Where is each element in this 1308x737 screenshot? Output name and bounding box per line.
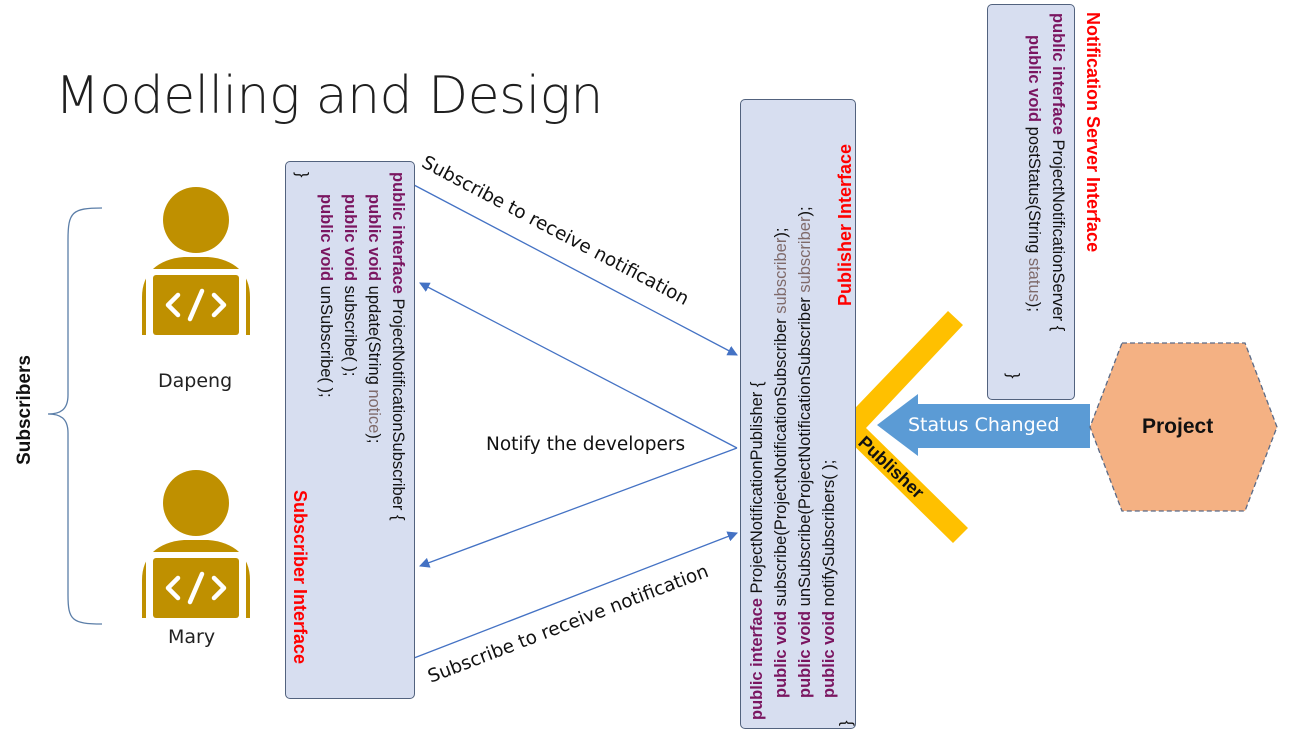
code-keyword: public interface — [748, 598, 766, 720]
publisher-interface-close-brace: } — [837, 720, 856, 726]
code-param: notice — [365, 389, 383, 434]
subscriber-interface-code: public interface ProjectNotificationSubs… — [290, 172, 410, 520]
code-text: ProjectNotificationSubscriber { — [389, 293, 407, 521]
code-keyword: public void — [1025, 35, 1043, 123]
code-line: public void unSubscribe( ); — [314, 172, 338, 520]
code-text: update(String — [365, 281, 383, 390]
code-text: postStatus(String — [1025, 122, 1043, 258]
code-line: public interface ProjectNotificationSubs… — [386, 172, 410, 520]
code-param: status — [1025, 257, 1043, 302]
code-text: ); — [1025, 301, 1043, 312]
person-name-dapeng: Dapeng — [158, 370, 233, 392]
code-keyword: public interface — [1049, 13, 1067, 135]
subscribers-group-label: Subscribers — [14, 355, 35, 465]
code-text: } — [1004, 373, 1022, 379]
server-interface-close-brace: } — [1003, 373, 1022, 379]
code-text: subscribe(ProjectNotificationSubscriber — [772, 313, 790, 611]
server-interface-panel: public interface ProjectNotificationServ… — [987, 4, 1075, 400]
code-keyword: public void — [820, 610, 838, 698]
subscribe-top-arrow — [413, 184, 738, 356]
code-line: public void subscribe( ); — [338, 172, 362, 520]
code-keyword: public void — [365, 194, 383, 282]
code-keyword: public void — [796, 610, 814, 698]
server-interface-title: Notification Server Interface — [1083, 12, 1103, 253]
notify-arrow-up — [419, 282, 738, 449]
code-text: ); — [365, 433, 383, 444]
page-title: Modelling and Design — [55, 66, 603, 126]
notify-arrow-down — [419, 447, 738, 568]
code-text: ProjectNotificationPublisher { — [748, 381, 766, 599]
code-line: public void update(String notice); — [362, 172, 386, 520]
code-text: ); — [796, 206, 814, 217]
subscriber-interface-title: Subscriber Interface — [290, 490, 310, 665]
person-name-mary: Mary — [168, 626, 216, 648]
code-keyword: public void — [341, 194, 359, 282]
code-line: public void subscribe(ProjectNotificatio… — [769, 206, 793, 720]
code-line: } — [290, 172, 314, 520]
developer-laptop-icon — [142, 187, 250, 339]
code-keyword: public void — [772, 610, 790, 698]
code-param: subscriber — [772, 237, 790, 314]
code-text: subscribe( ); — [341, 281, 359, 377]
code-text: unSubscribe( ); — [317, 281, 335, 398]
notify-label: Notify the developers — [486, 434, 686, 455]
code-text: ); — [772, 227, 790, 238]
code-text: ProjectNotificationServer { — [1049, 134, 1067, 332]
code-line: public void unSubscribe(ProjectNotificat… — [793, 206, 817, 720]
project-hexagon — [1089, 342, 1278, 512]
subscriber-interface-panel: public interface ProjectNotificationSubs… — [285, 161, 415, 699]
server-interface-code: public interface ProjectNotificationServ… — [1022, 13, 1070, 331]
code-text: } — [293, 172, 311, 178]
code-param: subscriber — [796, 216, 814, 293]
code-line: public interface ProjectNotificationServ… — [1046, 13, 1070, 331]
code-line: public void postStatus(String status); — [1022, 13, 1046, 331]
publisher-chevron — [836, 311, 968, 543]
status-changed-arrow — [877, 394, 1090, 456]
publisher-interface-panel: public interface ProjectNotificationPubl… — [740, 99, 856, 729]
developer-laptop-icon — [142, 470, 250, 622]
code-text: } — [837, 720, 855, 726]
subscribers-bracket — [47, 207, 103, 625]
project-label: Project — [1142, 415, 1214, 438]
code-keyword: public interface — [389, 172, 407, 294]
code-keyword: public void — [317, 194, 335, 282]
status-changed-label: Status Changed — [908, 414, 1060, 436]
code-text: unSubscribe(ProjectNotificationSubscribe… — [796, 292, 814, 611]
code-line: public interface ProjectNotificationPubl… — [745, 206, 769, 720]
subscribe-bottom-arrow — [413, 531, 738, 659]
publisher-interface-code: public interface ProjectNotificationPubl… — [745, 206, 841, 720]
publisher-interface-title: Publisher Interface — [835, 143, 855, 306]
code-text: notifySubscribers( ); — [820, 459, 838, 611]
